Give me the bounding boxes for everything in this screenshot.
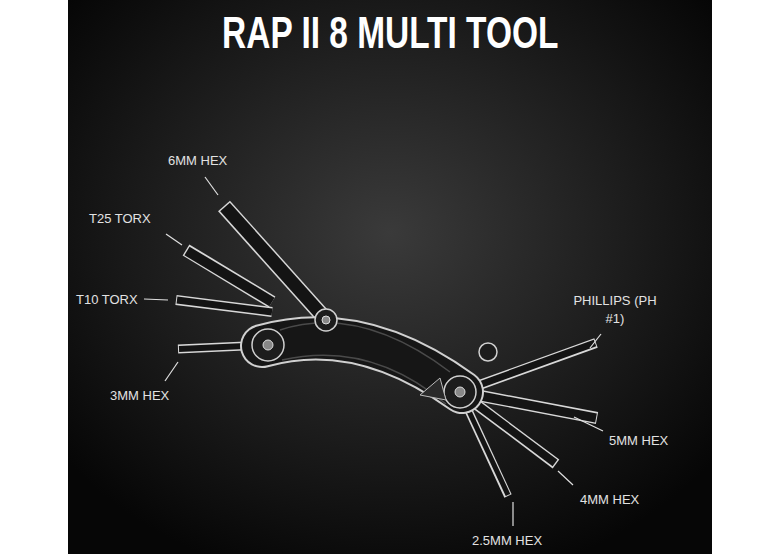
torx-bit [186,250,272,302]
hex-key [224,206,328,322]
leader-line [165,362,178,381]
part-label-box: 2.5MM HEX [472,532,542,550]
leader-line [205,177,218,195]
leader-line [166,234,182,245]
torx-bit [187,251,272,302]
part-label-box: T25 TORX [89,210,151,228]
leader-line [512,502,513,526]
part-label: 3MM HEX [110,388,169,403]
background-panel [68,0,712,554]
leader-line [590,334,601,348]
body-plate [262,338,462,392]
part-label-box: 3MM HEX [110,387,169,405]
body-plate [262,338,462,392]
part-label: 6MM HEX [168,153,227,168]
torx-bit [176,300,272,312]
leader-line [558,471,573,485]
part-label-box: 5MM HEX [609,432,668,450]
logo-plate [420,378,446,400]
part-label-box: T10 TORX [76,291,138,309]
leader-line [144,299,168,300]
part-label: 4MM HEX [580,492,639,507]
screw [322,316,330,324]
tool-bits [176,206,597,496]
pivot [444,376,476,408]
part-label: 5MM HEX [609,433,668,448]
body-edge [280,323,450,372]
hex-key [225,207,328,322]
pivot [479,343,497,361]
leader-lines [144,177,603,526]
screw [263,340,273,350]
tool-body [252,309,497,408]
pivot [252,329,284,361]
torx-bit [177,300,272,312]
screw [455,387,465,397]
part-label-box: PHILLIPS (PH #1) [568,292,662,328]
title: RAP II 8 MULTI TOOL [222,6,558,60]
part-label: 2.5MM HEX [472,533,542,548]
pivot [315,309,337,331]
title-box: RAP II 8 MULTI TOOL [68,6,712,60]
part-label: PHILLIPS (PH #1) [573,293,656,326]
part-label-box: 4MM HEX [580,491,639,509]
part-label: T10 TORX [76,292,138,307]
part-label: T25 TORX [89,211,151,226]
part-label-box: 6MM HEX [168,152,227,170]
body-edge [282,355,446,404]
leader-line [574,417,603,431]
